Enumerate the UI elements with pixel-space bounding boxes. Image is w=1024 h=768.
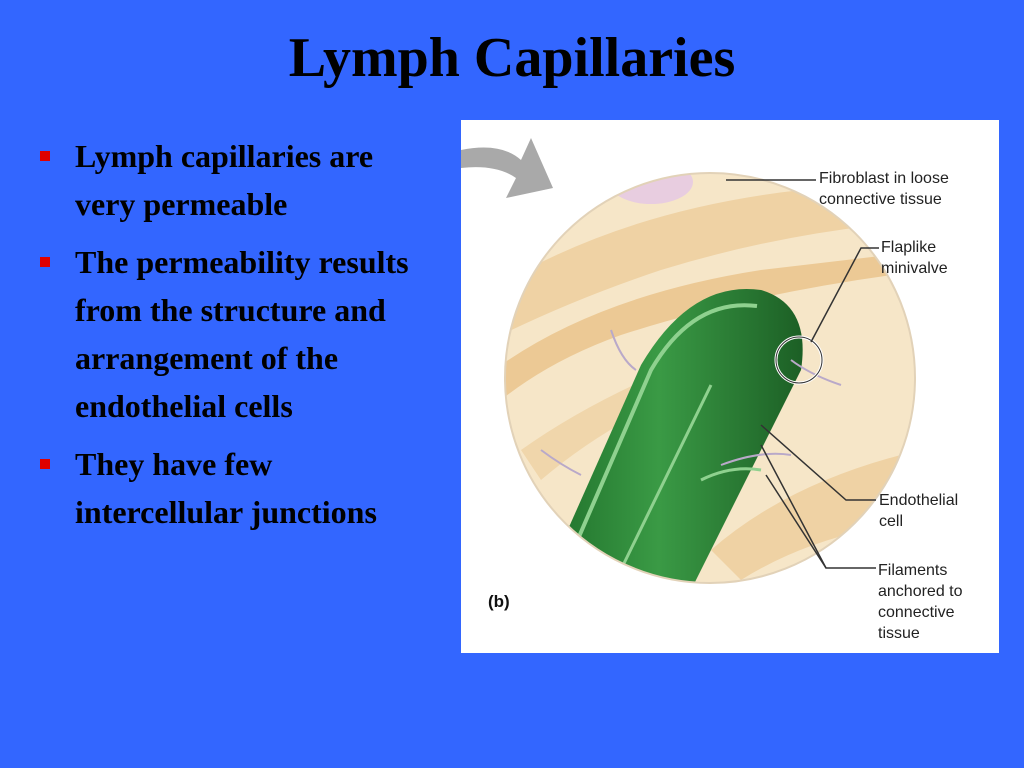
slide-title: Lymph Capillaries <box>288 27 736 89</box>
bullet-text: The permeability results from the struct… <box>75 244 409 424</box>
bullet-item: They have few intercellular junctions <box>38 440 428 536</box>
pointer-arrow-icon <box>461 138 553 198</box>
bullet-item: Lymph capillaries are very permeable <box>38 132 428 228</box>
bullet-text: They have few intercellular junctions <box>75 446 377 530</box>
panel-label: (b) <box>488 592 510 611</box>
endothelial-callout: Endothelial cell <box>879 492 959 530</box>
square-bullet-icon <box>40 257 50 267</box>
fibroblast-callout: Fibroblast in loose connective tissue <box>819 170 949 208</box>
lymph-capillary-figure: Fibroblast in loose connective tissue Fl… <box>461 120 999 653</box>
square-bullet-icon <box>40 151 50 161</box>
bullet-text: Lymph capillaries are very permeable <box>75 138 374 222</box>
capillary-illustration <box>461 138 916 584</box>
minivalve-callout: Flaplike minivalve <box>881 239 948 277</box>
bullet-item: The permeability results from the struct… <box>38 238 428 430</box>
square-bullet-icon <box>40 459 50 469</box>
bullet-list: Lymph capillaries are very permeable The… <box>38 132 428 546</box>
filaments-callout: Filaments anchored to connective tissue <box>878 562 963 642</box>
